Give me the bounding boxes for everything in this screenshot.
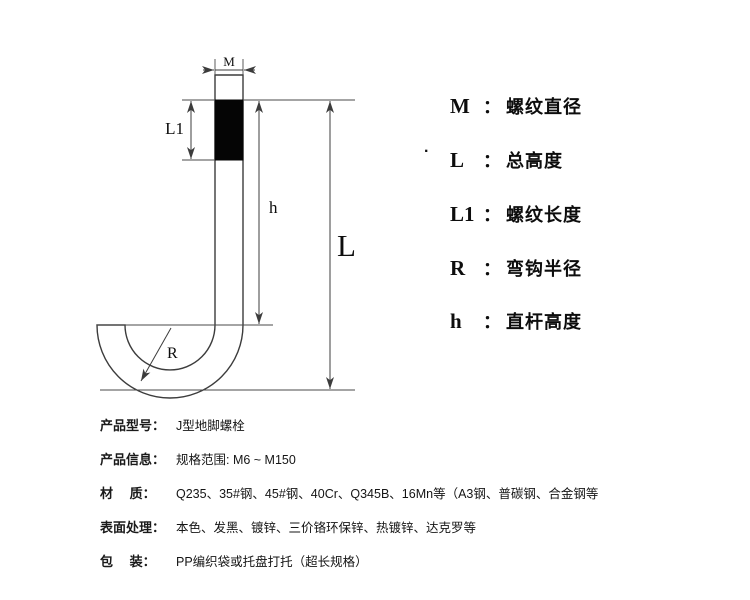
legend-colon: ： — [483, 151, 501, 171]
legend-desc: 直杆高度 — [506, 312, 582, 332]
legend-colon: ： — [483, 205, 501, 225]
legend-item-h: h ： 直杆高度 — [450, 308, 582, 334]
spec-value: 规格范围: M6 ~ M150 — [176, 453, 296, 467]
legend-colon: ： — [483, 259, 501, 279]
spec-value: Q235、35#钢、45#钢、40Cr、Q345B、16Mn等（A3钢、普碳钢、… — [176, 487, 599, 501]
legend-item-r: R ： 弯钩半径 — [450, 255, 582, 281]
dim-label-l1: L1 — [165, 119, 184, 138]
spec-row-info: 产品信息： 规格范围: M6 ~ M150 — [100, 450, 700, 470]
dim-l1: L1 — [165, 101, 195, 159]
legend-item-l: L ： 总高度 — [450, 147, 563, 173]
spec-label: 产品型号： — [100, 418, 166, 433]
spec-row-model: 产品型号： J型地脚螺栓 — [100, 416, 700, 436]
legend-colon: ： — [483, 97, 501, 117]
spec-label: 表面处理： — [100, 520, 166, 535]
stray-dot: . — [424, 139, 429, 156]
legend-symbol: M — [450, 94, 470, 118]
spec-label: 材 质： — [100, 486, 156, 501]
spec-row-material: 材 质： Q235、35#钢、45#钢、40Cr、Q345B、16Mn等（A3钢… — [100, 484, 700, 504]
legend-desc: 螺纹直径 — [506, 97, 582, 117]
spec-label: 包 装： — [100, 554, 156, 569]
legend-desc: 螺纹长度 — [506, 205, 582, 225]
dim-label-h: h — [269, 198, 278, 217]
spec-label: 产品信息： — [100, 452, 166, 467]
spec-list: 产品型号： J型地脚螺栓 产品信息： 规格范围: M6 ~ M150 材 质： … — [100, 416, 700, 586]
thread-section — [214, 99, 244, 161]
dim-label-m: M — [223, 54, 235, 69]
legend-colon: ： — [483, 312, 501, 332]
legend-desc: 总高度 — [506, 151, 563, 171]
dim-l: L — [326, 101, 356, 389]
spec-value: 本色、发黑、镀锌、三价铬环保锌、热镀锌、达克罗等 — [176, 521, 477, 535]
legend-item-l1: L1 ： 螺纹长度 — [450, 201, 582, 227]
legend-symbol: L — [450, 148, 465, 172]
legend-symbol: h — [450, 309, 462, 333]
legend-symbol: R — [450, 256, 466, 280]
dim-label-r: R — [167, 345, 178, 362]
bolt-diagram: M L1 h L R — [96, 54, 356, 399]
legend-item-m: M ： 螺纹直径 — [450, 93, 582, 119]
dim-h: h — [255, 101, 278, 324]
spec-value: J型地脚螺栓 — [176, 419, 245, 433]
spec-value: PP编织袋或托盘打托（超长规格） — [176, 555, 368, 569]
legend-desc: 弯钩半径 — [506, 259, 582, 279]
dim-r: R — [140, 327, 178, 382]
legend-symbol: L1 — [450, 202, 475, 226]
spec-row-surface: 表面处理： 本色、发黑、镀锌、三价铬环保锌、热镀锌、达克罗等 — [100, 518, 700, 538]
dim-label-l: L — [337, 228, 356, 263]
spec-row-packing: 包 装： PP编织袋或托盘打托（超长规格） — [100, 552, 700, 572]
dim-m: M — [202, 54, 256, 75]
